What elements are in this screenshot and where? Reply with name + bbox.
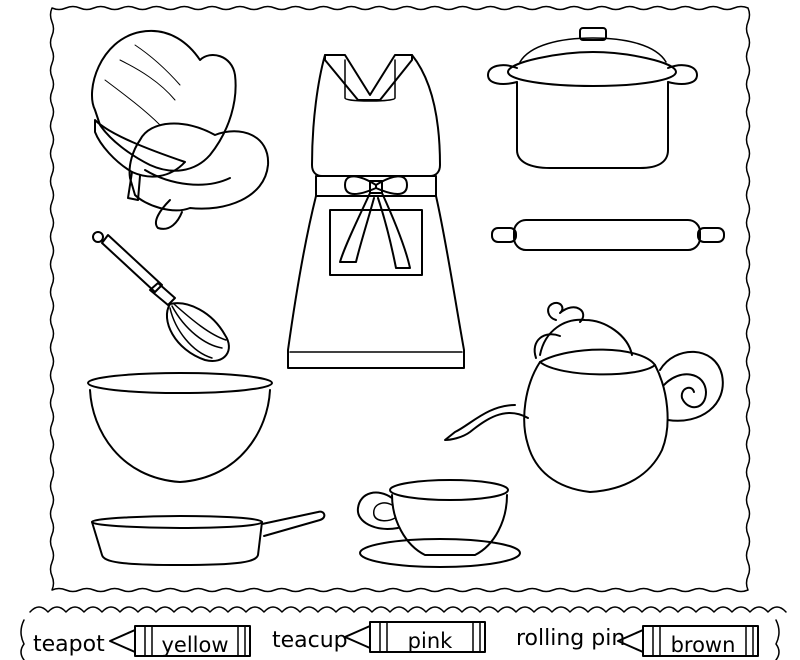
cooking-pot-icon [487, 27, 698, 169]
apron-icon [287, 54, 465, 369]
crayon-icon [344, 621, 486, 653]
rolling-pin-label: rolling pin [516, 626, 626, 651]
scalloped-strip [20, 606, 787, 660]
rolling-pin-icon [491, 219, 725, 251]
pink-crayon-label: pink [407, 629, 453, 653]
whisk-icon [92, 231, 230, 362]
wavy-frame [49, 5, 751, 593]
teapot-label: teapot [33, 632, 105, 657]
oven-mitt-icon [91, 29, 270, 230]
crayon-icon [109, 625, 251, 657]
teacup-icon [356, 479, 521, 568]
brown-crayon-label: brown [670, 633, 736, 657]
teapot-icon [444, 302, 724, 493]
crayon-icon [617, 625, 759, 657]
frying-pan-icon [91, 510, 326, 566]
teacup-label: teacup [272, 628, 348, 653]
yellow-crayon-label: yellow [161, 633, 229, 657]
mixing-bowl-icon [87, 372, 273, 483]
